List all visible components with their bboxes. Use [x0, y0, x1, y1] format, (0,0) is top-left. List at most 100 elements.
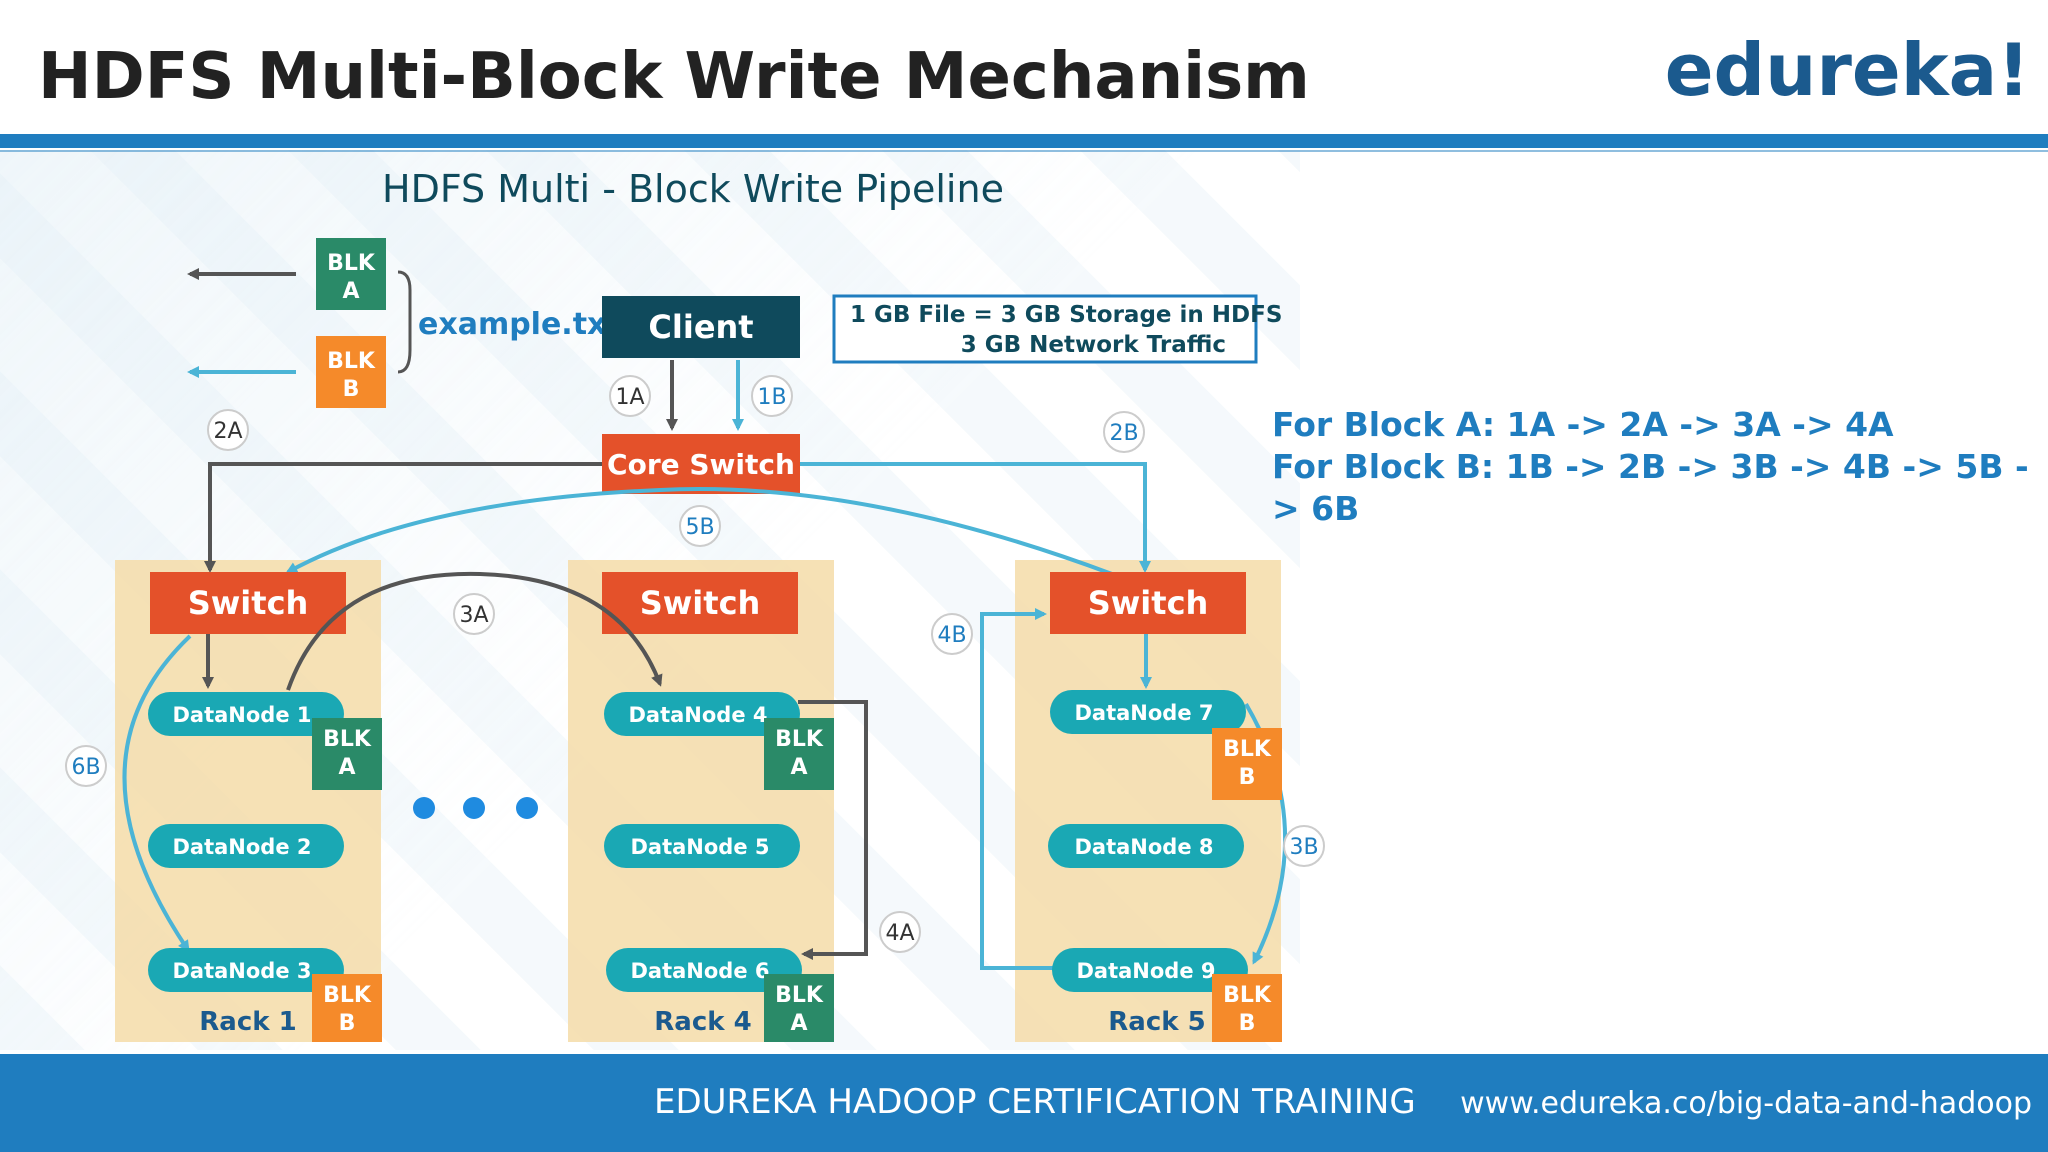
- arrow-4b: [980, 608, 1054, 970]
- dn4-blk-a-letter: A: [790, 755, 807, 780]
- step-badge-2b: 2B: [1103, 411, 1145, 453]
- block-order-legend: For Block A: 1A -> 2A -> 3A -> 4A For Bl…: [1272, 404, 2048, 530]
- dn6-blk-a: [764, 974, 834, 1042]
- step-badge-3a: 3A: [453, 593, 495, 635]
- client-box: [602, 296, 800, 358]
- dn9-blk-b-letter: B: [1239, 1011, 1256, 1036]
- dn1-blk-a: [312, 718, 382, 790]
- step-2b-text: 2B: [1109, 421, 1138, 446]
- dn3-blk-b-letter: B: [339, 1011, 356, 1036]
- datanode-2-label: DataNode 2: [172, 835, 311, 859]
- datanode-8-label: DataNode 8: [1074, 835, 1213, 859]
- rack-4-switch: [602, 572, 798, 634]
- step-1a-text: 1A: [615, 385, 644, 410]
- step-1b-text: 1B: [757, 385, 786, 410]
- datanode-3: [148, 948, 344, 992]
- edureka-logo: edureka!: [1664, 28, 2030, 112]
- step-badge-5b: 5B: [679, 505, 721, 547]
- datanode-7: [1050, 690, 1246, 734]
- datanode-8: [1048, 824, 1244, 868]
- arrow-5b: [285, 487, 1113, 576]
- rack-5-switch: [1050, 572, 1246, 634]
- dn6-blk-a-letter: A: [790, 1011, 807, 1036]
- block-b-order: For Block B: 1B -> 2B -> 3B -> 4B -> 5B …: [1272, 447, 2029, 528]
- client-label: Client: [648, 308, 753, 346]
- arrow-2a: [204, 462, 602, 573]
- example-file-brace: [397, 270, 412, 374]
- page-title: HDFS Multi-Block Write Mechanism: [38, 40, 1310, 114]
- step-4a-text: 4A: [885, 921, 914, 946]
- dn1-blk-a-letter: A: [338, 755, 355, 780]
- info-box: [832, 294, 1258, 364]
- step-6b-text: 6B: [71, 755, 100, 780]
- datanode-7-label: DataNode 7: [1074, 701, 1213, 725]
- footer-bar: [0, 1054, 2048, 1152]
- datanode-4: [604, 692, 800, 736]
- step-3a-text: 3A: [459, 603, 488, 628]
- datanode-9-label: DataNode 9: [1076, 959, 1215, 983]
- arrow-3a: [286, 571, 663, 691]
- datanode-4-label: DataNode 4: [628, 703, 767, 727]
- step-badge-2a: 2A: [207, 409, 249, 451]
- step-badge-6b: 6B: [65, 745, 107, 787]
- ellipsis-dot-2: [463, 797, 485, 819]
- header-divider-thin: [0, 150, 2048, 152]
- rack-1-switch: [150, 572, 346, 634]
- example-blk-a-label: BLK: [327, 251, 376, 276]
- dn1-blk-a-label: BLK: [323, 727, 372, 752]
- dn9-blk-b-label: BLK: [1223, 983, 1272, 1008]
- dn4-blk-a-label: BLK: [775, 727, 824, 752]
- datanode-9: [1052, 948, 1248, 992]
- dn7-blk-b-label: BLK: [1223, 737, 1272, 762]
- arrow-4a: [798, 700, 868, 960]
- rack-1-label: Rack 1: [199, 1007, 296, 1037]
- footer-course-label: EDUREKA HADOOP CERTIFICATION TRAINING: [654, 1082, 1416, 1122]
- example-blk-b-letter: B: [343, 377, 360, 402]
- datanode-6-label: DataNode 6: [630, 959, 769, 983]
- step-5b-text: 5B: [685, 515, 714, 540]
- dn7-blk-b: [1212, 728, 1282, 800]
- rack-4-switch-label: Switch: [640, 584, 761, 622]
- info-box-line-2: 3 GB Network Traffic: [961, 332, 1226, 358]
- step-3b-text: 3B: [1289, 835, 1318, 860]
- rack-5-label: Rack 5: [1108, 1007, 1205, 1037]
- example-blk-b-label: BLK: [327, 349, 376, 374]
- info-box-line-1: 1 GB File = 3 GB Storage in HDFS: [850, 302, 1282, 328]
- datanode-2: [148, 824, 344, 868]
- dn9-blk-b: [1212, 974, 1282, 1042]
- datanode-1-label: DataNode 1: [172, 703, 311, 727]
- example-file-name: example.txt: [418, 307, 621, 342]
- core-switch-label: Core Switch: [607, 448, 795, 481]
- ellipsis-dot-1: [413, 797, 435, 819]
- core-switch-box: [602, 434, 800, 494]
- arrow-6b: [122, 634, 192, 953]
- step-2a-text: 2A: [213, 419, 242, 444]
- header-divider: [0, 134, 2048, 148]
- example-blk-a-letter: A: [342, 279, 359, 304]
- rack-1-switch-label: Switch: [188, 584, 309, 622]
- dn6-blk-a-label: BLK: [775, 983, 824, 1008]
- dn4-blk-a: [764, 718, 834, 790]
- arrow-2b: [800, 462, 1151, 573]
- step-badge-1b: 1B: [751, 375, 793, 417]
- step-badge-1a: 1A: [609, 375, 651, 417]
- step-4b-text: 4B: [937, 623, 966, 648]
- datanode-3-label: DataNode 3: [172, 959, 311, 983]
- footer-url: www.edureka.co/big-data-and-hadoop: [1460, 1086, 2032, 1121]
- rack-5-switch-label: Switch: [1088, 584, 1209, 622]
- datanode-6: [606, 948, 802, 992]
- ellipsis-dot-3: [516, 797, 538, 819]
- diagram-subtitle: HDFS Multi - Block Write Pipeline: [382, 167, 1004, 211]
- example-blk-b: [316, 336, 386, 408]
- step-badge-4a: 4A: [879, 911, 921, 953]
- datanode-1: [148, 692, 344, 736]
- step-badge-4b: 4B: [931, 613, 973, 655]
- datanode-5: [604, 824, 800, 868]
- datanode-5-label: DataNode 5: [630, 835, 769, 859]
- dn3-blk-b: [312, 974, 382, 1042]
- rack-4-label: Rack 4: [654, 1007, 751, 1037]
- block-a-order: For Block A: 1A -> 2A -> 3A -> 4A: [1272, 405, 1894, 444]
- step-badge-3b: 3B: [1283, 825, 1325, 867]
